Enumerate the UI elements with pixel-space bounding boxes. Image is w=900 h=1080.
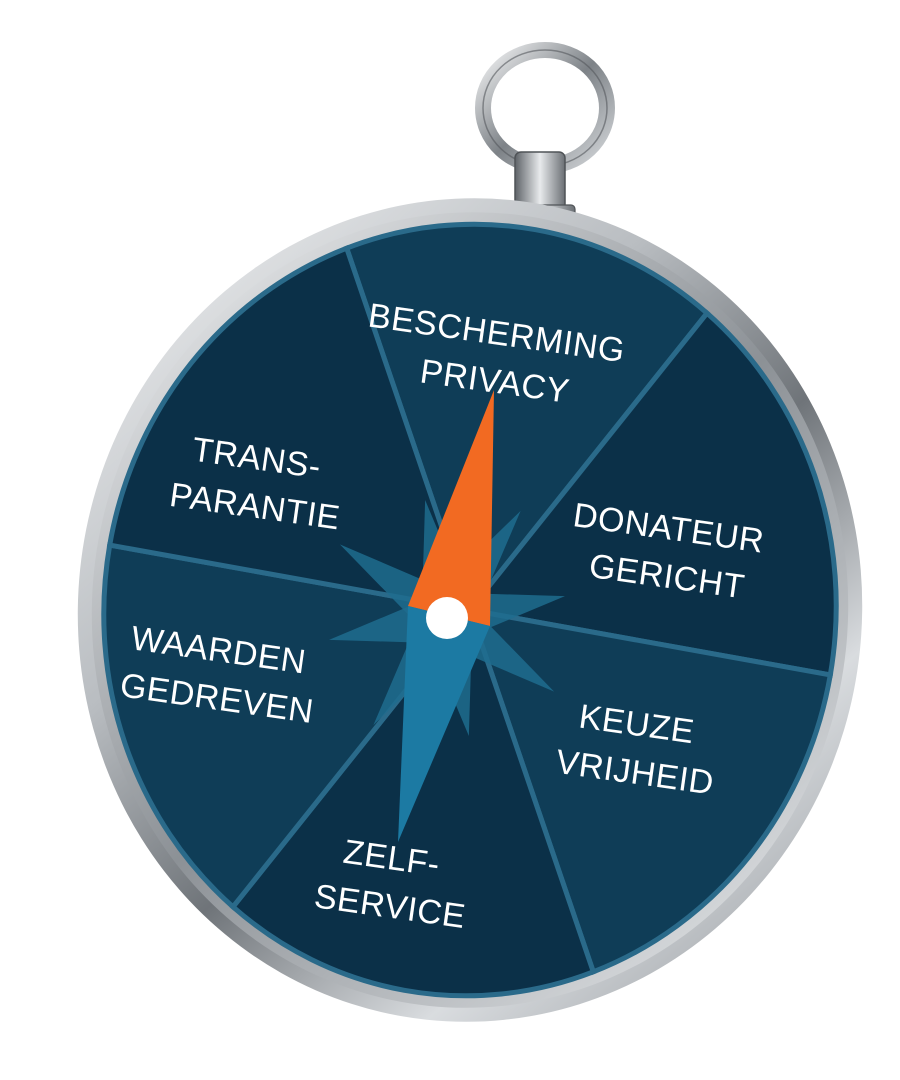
compass-needle [398, 390, 494, 842]
dial-segment [106, 244, 474, 614]
dial-segment [466, 606, 834, 976]
needle-north [408, 390, 494, 626]
dial-segment [343, 221, 711, 616]
dial-segment [465, 309, 839, 678]
needle-hub [426, 597, 468, 639]
needle-south [398, 606, 490, 842]
compass-ring [475, 42, 615, 174]
